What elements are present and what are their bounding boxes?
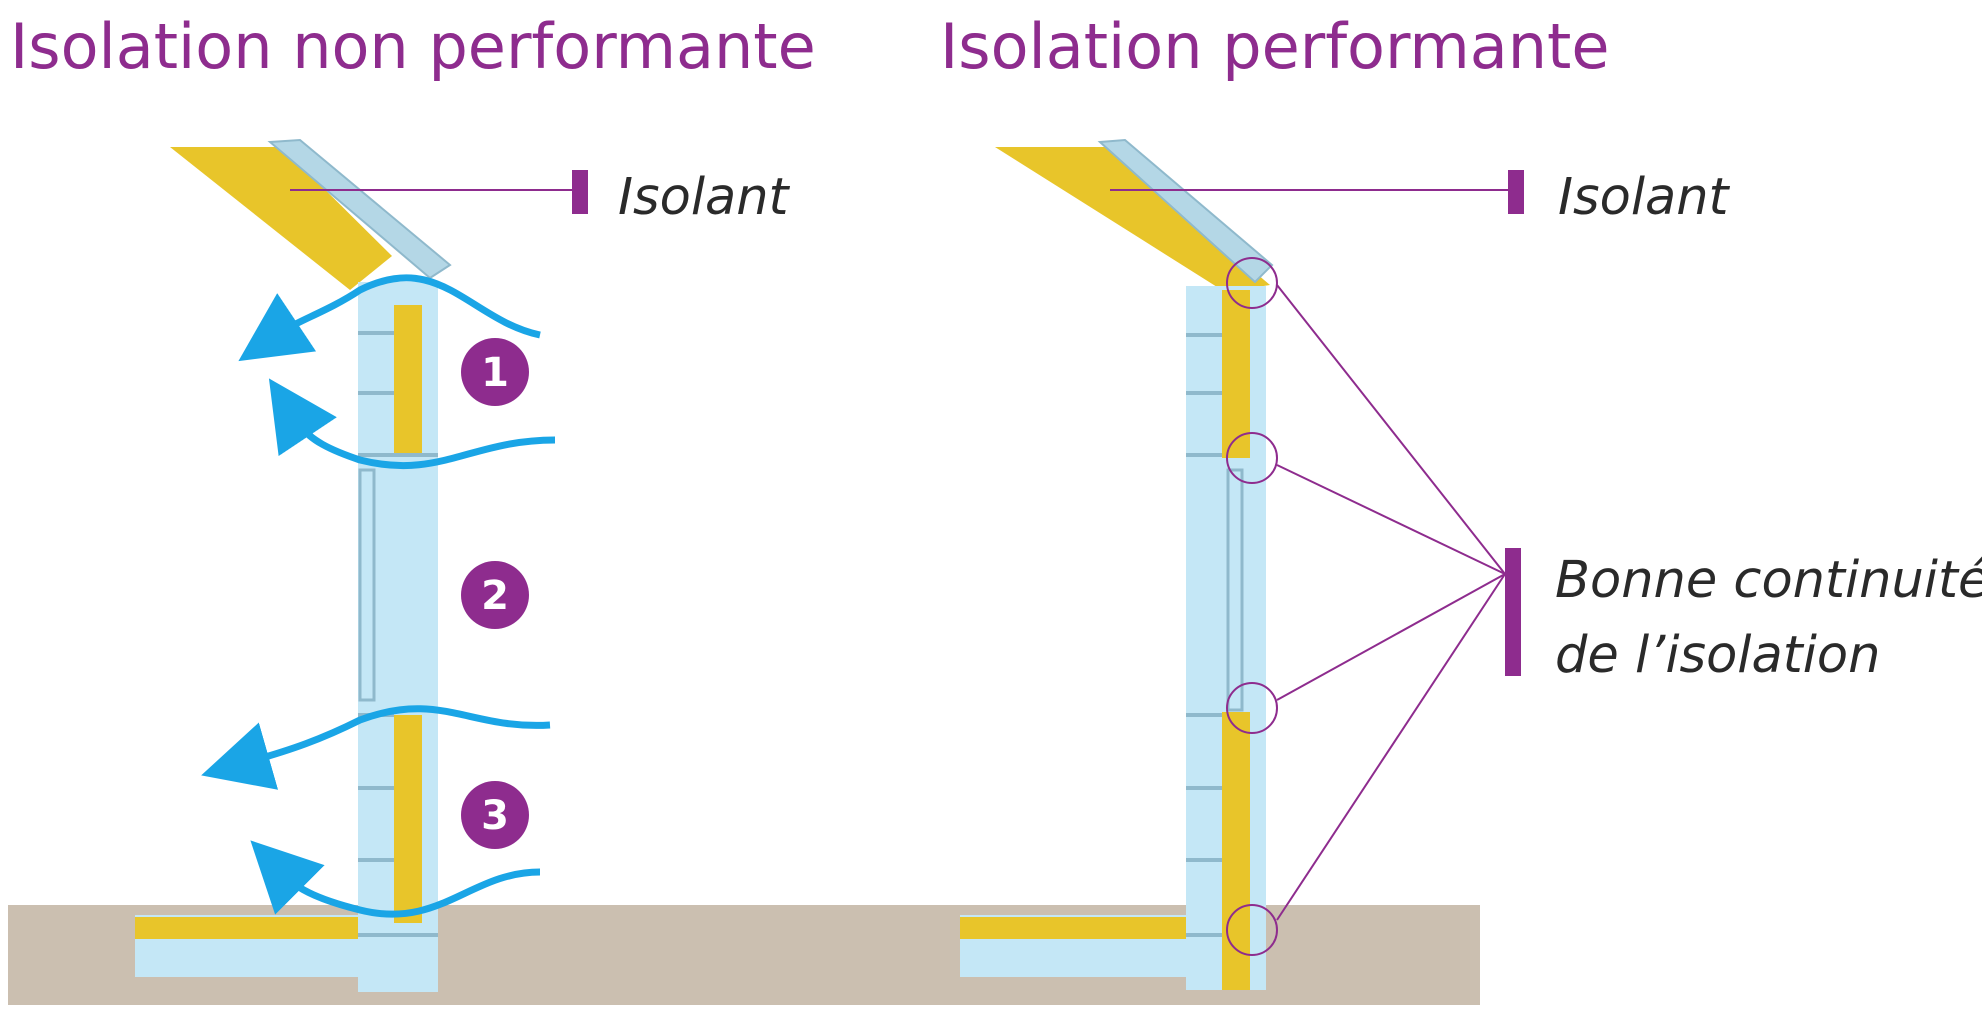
continuity-label-line1: Bonne continuité bbox=[1555, 551, 1982, 610]
right-floor-insulation bbox=[960, 917, 1188, 939]
right-window-frame bbox=[1226, 468, 1244, 712]
leak-badge-2-number: 2 bbox=[481, 573, 509, 619]
left-isolant-marker bbox=[572, 170, 588, 214]
leak-arrow-1b bbox=[268, 378, 556, 470]
right-house-section: Bonne continuité de l’isolation Isolant bbox=[960, 138, 1982, 990]
leak-arrow-3a bbox=[201, 705, 551, 790]
left-isolant-label: Isolant bbox=[618, 168, 791, 227]
right-isolant-label: Isolant bbox=[1558, 168, 1731, 227]
continuity-circle-window-bottom bbox=[1226, 682, 1278, 734]
continuity-circle-window-top bbox=[1226, 432, 1278, 484]
left-wall-insulation-upper bbox=[394, 305, 422, 455]
left-roof-tiles bbox=[267, 138, 452, 280]
left-panel-title: Isolation non performante bbox=[10, 10, 816, 83]
continuity-marker bbox=[1505, 548, 1521, 676]
right-wall-insulation-upper bbox=[1222, 290, 1250, 458]
right-isolant-marker bbox=[1508, 170, 1524, 214]
right-wall-insulation-lower bbox=[1222, 712, 1250, 990]
right-wall-joints bbox=[1186, 333, 1222, 937]
leak-badge-3-number: 3 bbox=[481, 793, 509, 839]
leak-arrow-1a bbox=[238, 274, 541, 362]
continuity-circle-floor bbox=[1226, 904, 1278, 956]
right-panel-title: Isolation performante bbox=[940, 10, 1610, 83]
continuity-label-line2: de l’isolation bbox=[1555, 626, 1880, 685]
left-house-section: 1 2 3 Isolant bbox=[135, 138, 791, 992]
left-roof-insulation bbox=[170, 147, 392, 290]
continuity-leaders bbox=[1276, 284, 1506, 921]
left-floor-insulation bbox=[135, 917, 360, 939]
left-wall-insulation-lower bbox=[394, 715, 422, 923]
leak-badge-1 bbox=[461, 338, 529, 406]
left-window-frame bbox=[358, 468, 376, 702]
right-roof-tiles bbox=[1097, 138, 1274, 284]
right-roof-insulation bbox=[995, 147, 1270, 292]
leak-arrow-3b bbox=[250, 840, 541, 918]
leak-badge-3 bbox=[461, 781, 529, 849]
leak-badge-1-number: 1 bbox=[481, 350, 509, 396]
continuity-circle-roof bbox=[1226, 257, 1278, 309]
leak-badge-2 bbox=[461, 561, 529, 629]
